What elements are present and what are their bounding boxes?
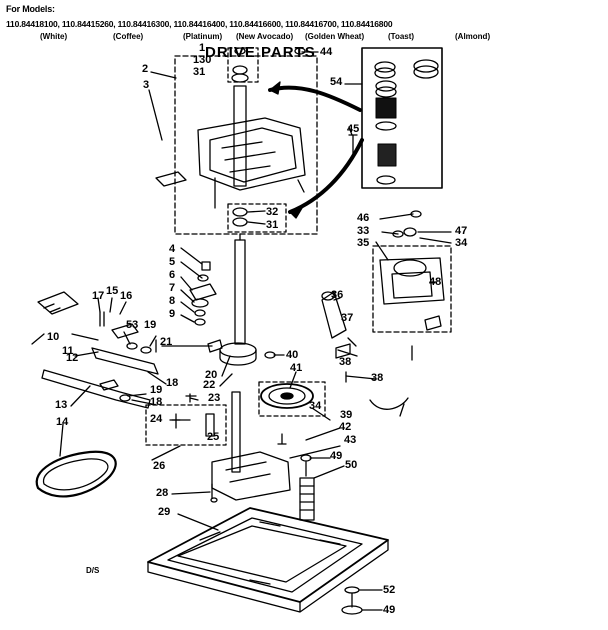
callout-38-upper: 38 [339, 356, 352, 368]
callout-44: 44 [320, 46, 333, 58]
callout-15: 15 [106, 285, 119, 297]
callout-39: 39 [340, 409, 353, 421]
kit-54-solid-box [361, 47, 443, 189]
callout-33: 33 [357, 225, 370, 237]
callout-18-lower: 18 [150, 396, 163, 408]
callout-3: 3 [143, 79, 150, 91]
callout-17: 17 [92, 290, 105, 302]
motor-mount-dashed-box [372, 245, 452, 333]
callout-36: 36 [331, 289, 344, 301]
callout-24: 24 [150, 413, 163, 425]
callout-35: 35 [357, 237, 370, 249]
callout-26: 26 [153, 460, 166, 472]
callout-8: 8 [169, 295, 176, 307]
callout-47: 47 [455, 225, 468, 237]
callout-54: 54 [330, 76, 343, 88]
callout-19-upper: 19 [144, 319, 157, 331]
callout-10: 10 [47, 331, 60, 343]
callout-2: 2 [142, 63, 149, 75]
callout-6: 6 [169, 269, 176, 281]
callout-12: 12 [66, 352, 79, 364]
footer-code: D/S [86, 566, 100, 575]
callout-41: 41 [290, 362, 303, 374]
callout-34-top: 34 [455, 237, 468, 249]
callout-49-lower: 49 [383, 604, 396, 616]
callout-130: 130 [193, 54, 212, 66]
model-numbers: 110.84418100, 110.84415260, 110.84416300… [6, 19, 393, 29]
callout-28: 28 [156, 487, 169, 499]
callout-29: 29 [158, 506, 171, 518]
callout-31-top: 31 [193, 66, 206, 78]
callout-22: 22 [203, 379, 216, 391]
callout-48: 48 [429, 276, 442, 288]
callout-43: 43 [344, 434, 357, 446]
for-models-label: For Models: [6, 4, 55, 14]
color-almond: (Almond) [455, 32, 491, 41]
callout-23: 23 [208, 392, 221, 404]
color-golden-wheat: (Golden Wheat) [305, 32, 365, 41]
color-coffee: (Coffee) [113, 32, 144, 41]
callout-37: 37 [341, 312, 354, 324]
callout-53: 53 [126, 319, 139, 331]
callout-11: 11 [62, 345, 74, 357]
clutch-group-dashed-box [145, 404, 227, 446]
callout-16: 16 [120, 290, 133, 302]
callout-14: 14 [56, 416, 69, 428]
callout-19-lower: 19 [150, 384, 163, 396]
color-platinum: (Platinum) [183, 32, 223, 41]
callout-13: 13 [55, 399, 68, 411]
callout-40: 40 [286, 349, 299, 361]
callout-1: 1 [199, 42, 206, 54]
bearing-group-dashed-box [227, 203, 287, 233]
callout-49-upper: 49 [330, 450, 343, 462]
callout-52: 52 [383, 584, 396, 596]
callout-18-upper: 18 [166, 377, 179, 389]
color-new-avocado: (New Avocado) [236, 32, 294, 41]
pulley-group-dashed-box [258, 381, 326, 417]
callout-21: 21 [160, 336, 173, 348]
callout-50: 50 [345, 459, 358, 471]
color-toast: (Toast) [388, 32, 415, 41]
callout-9: 9 [169, 308, 176, 320]
callout-46: 46 [357, 212, 370, 224]
callout-31-bottom: 31 [266, 219, 279, 231]
callout-32: 32 [266, 206, 279, 218]
callout-7: 7 [169, 282, 176, 294]
callout-42: 42 [339, 421, 352, 433]
callout-5: 5 [169, 256, 176, 268]
callout-20: 20 [205, 369, 218, 381]
color-white: (White) [40, 32, 68, 41]
callout-45: 45 [347, 123, 360, 135]
callout-25: 25 [207, 431, 220, 443]
callout-34-lower: 34 [309, 400, 322, 412]
callout-4: 4 [169, 243, 176, 255]
callout-38-lower: 38 [371, 372, 384, 384]
